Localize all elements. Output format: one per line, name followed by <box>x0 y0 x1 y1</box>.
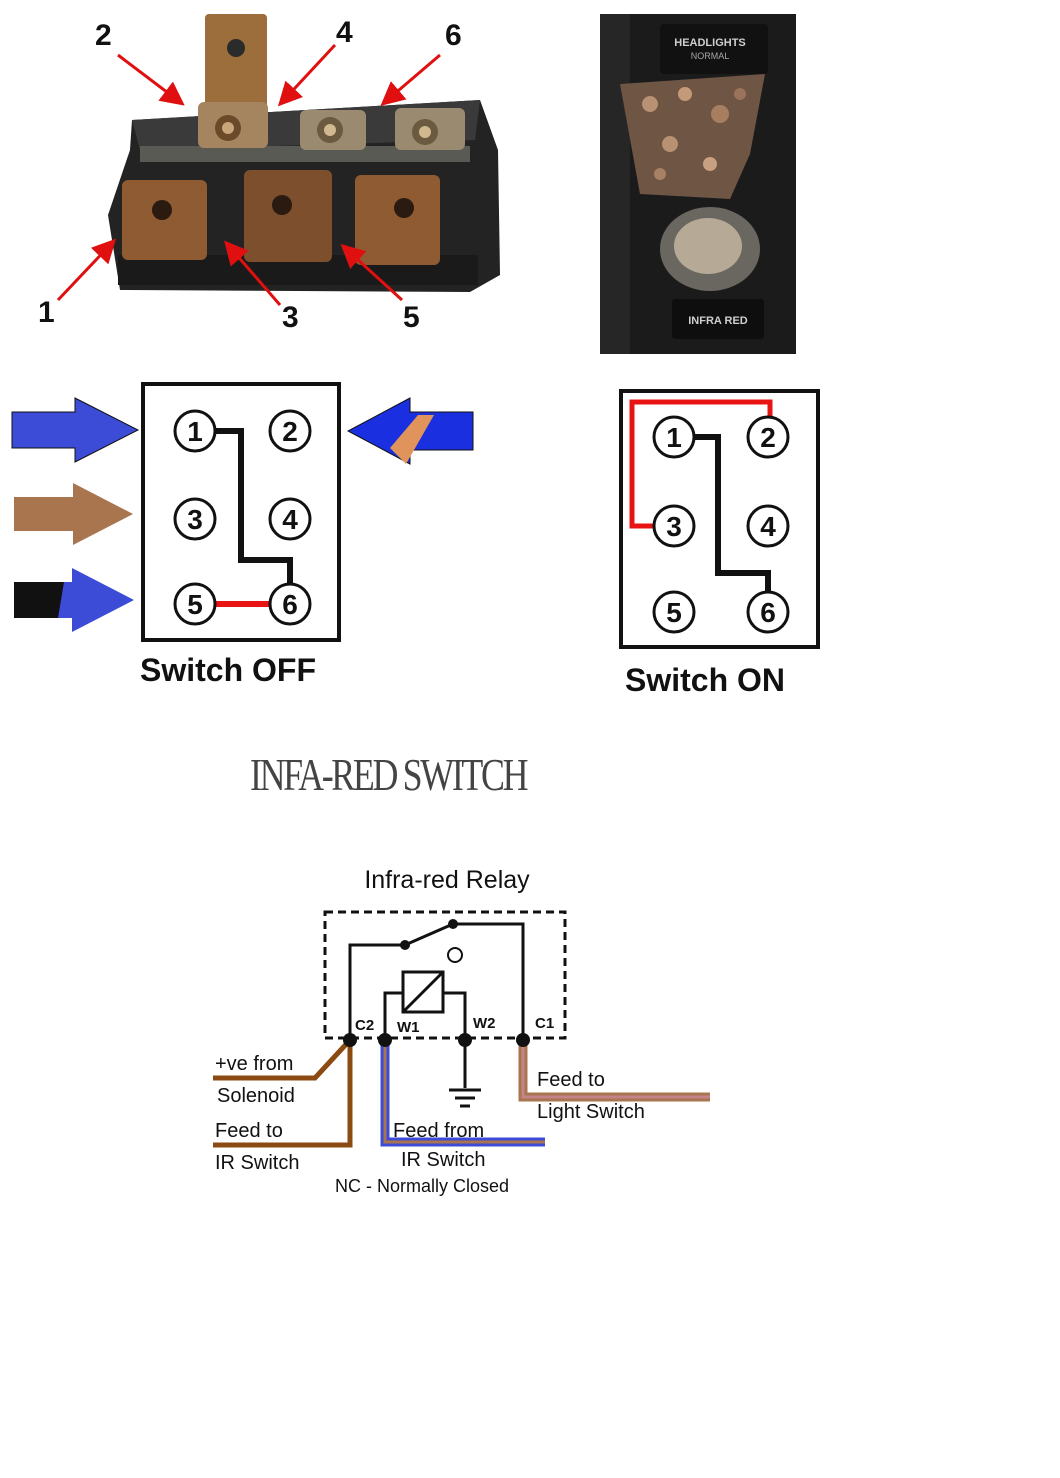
link-2-3-red <box>629 399 773 529</box>
relay-box <box>323 910 567 1040</box>
pin-label-3: 3 <box>282 301 299 334</box>
relay-wiring-diagram: Infra-red Relay C2 W1 W2 C1 <box>213 866 710 1196</box>
label-normally-closed: NC - Normally Closed <box>335 1176 509 1196</box>
label-feed-to-ir-1: Feed to <box>215 1120 283 1142</box>
wire-solenoid <box>213 1038 352 1081</box>
front-terminals <box>122 170 440 265</box>
terminal-c2: C2 <box>355 1017 374 1034</box>
relay-coil <box>401 970 445 1014</box>
terminal-w2: W2 <box>473 1015 496 1032</box>
label-solenoid: Solenoid <box>217 1085 295 1107</box>
on-pin-2: 2 <box>760 422 776 453</box>
wire-feed-from-ir <box>380 1040 545 1147</box>
switch-off-diagram: 1 2 3 4 5 6 <box>11 382 474 642</box>
switch-on-diagram: 1 2 3 4 5 6 <box>619 389 820 649</box>
page-title: INFA-RED SWITCH <box>250 749 529 800</box>
pin-label-4: 4 <box>336 16 353 49</box>
black-blue-arrow-pin5 <box>14 568 134 632</box>
blue-brown-arrow-pin2 <box>346 397 474 465</box>
off-pin-5: 5 <box>187 589 203 620</box>
headlights-label-line1: HEADLIGHTS <box>674 37 746 49</box>
relay-title: Infra-red Relay <box>364 866 530 894</box>
wire-feed-to-ir <box>213 1040 353 1148</box>
pin-label-1: 1 <box>38 296 55 329</box>
label-feed-from-1: Feed from <box>393 1120 484 1142</box>
link-1-6 <box>688 434 771 596</box>
rear-terminals <box>198 14 465 150</box>
label-feed-to-ir-2: IR Switch <box>215 1152 299 1174</box>
switch-on-caption: Switch ON <box>625 662 786 698</box>
pin-label-6: 6 <box>445 19 462 52</box>
blue-arrow-pin1 <box>11 397 140 463</box>
off-pin-2: 2 <box>282 416 298 447</box>
label-feed-to-light-2: Light Switch <box>537 1101 645 1123</box>
on-pin-3: 3 <box>666 511 682 542</box>
off-pin-1: 1 <box>187 416 203 447</box>
switch-terminals-photo: 2 4 6 1 3 5 <box>38 14 500 334</box>
on-pin-5: 5 <box>666 597 682 628</box>
terminal-c1: C1 <box>535 1015 554 1032</box>
link-1-6 <box>212 428 293 590</box>
headlights-label-line2: NORMAL <box>691 51 730 61</box>
pin-indicator-arrows <box>56 43 441 306</box>
off-pin-3: 3 <box>187 504 203 535</box>
pin-label-5: 5 <box>403 301 420 334</box>
ground-symbol <box>449 1040 481 1108</box>
brown-arrow-pin3 <box>14 483 133 545</box>
on-pin-4: 4 <box>760 511 776 542</box>
toggle-lever <box>620 74 765 199</box>
off-pin-6: 6 <box>282 589 298 620</box>
terminal-w1: W1 <box>397 1019 420 1036</box>
infra-red-label: INFRA RED <box>688 315 748 327</box>
wire-feed-to-light <box>518 1040 710 1102</box>
nc-contact <box>447 947 463 963</box>
off-pin-4: 4 <box>282 504 298 535</box>
label-ve-from: +ve from <box>215 1053 293 1075</box>
label-feed-to-light-1: Feed to <box>537 1069 605 1091</box>
dash-switch-photo: HEADLIGHTS NORMAL INFRA RED <box>600 14 796 354</box>
on-pin-1: 1 <box>666 422 682 453</box>
label-feed-from-2: IR Switch <box>401 1149 485 1171</box>
pin-label-2: 2 <box>95 19 112 52</box>
on-pin-6: 6 <box>760 597 776 628</box>
switch-off-caption: Switch OFF <box>140 652 316 688</box>
